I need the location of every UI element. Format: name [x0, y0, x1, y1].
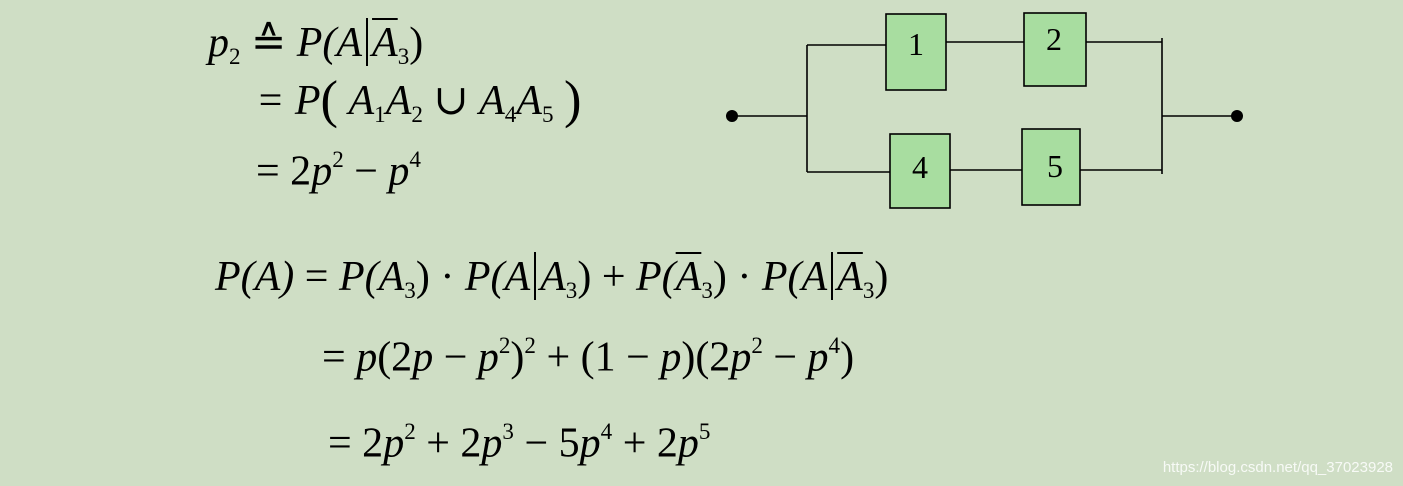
right-terminal	[1231, 110, 1243, 122]
svg-text:4: 4	[912, 149, 928, 185]
p2-result-line: = 2p2 − p4	[256, 146, 421, 195]
component-1: 1	[885, 13, 947, 91]
svg-text:5: 5	[1047, 148, 1063, 184]
watermark: https://blog.csdn.net/qq_37023928	[1162, 459, 1393, 476]
component-2: 2	[1023, 12, 1087, 87]
left-terminal	[726, 110, 738, 122]
svg-text:1: 1	[908, 26, 924, 62]
component-5: 5	[1021, 128, 1081, 206]
svg-text:2: 2	[1046, 21, 1062, 57]
circuit-wires	[732, 38, 1237, 174]
series-parallel-circuit: 1 2 4 5	[726, 12, 1243, 209]
component-4: 4	[889, 133, 951, 209]
given-bar	[366, 18, 369, 67]
total-probability-line3: = 2p2 + 2p3 − 5p4 + 2p5	[328, 418, 711, 467]
total-probability-line2: = p(2p − p2)2 + (1 − p)(2p2 − p4)	[322, 332, 855, 381]
p2-union-line: = P( A1A2 ∪ A4A5 )	[256, 71, 582, 129]
